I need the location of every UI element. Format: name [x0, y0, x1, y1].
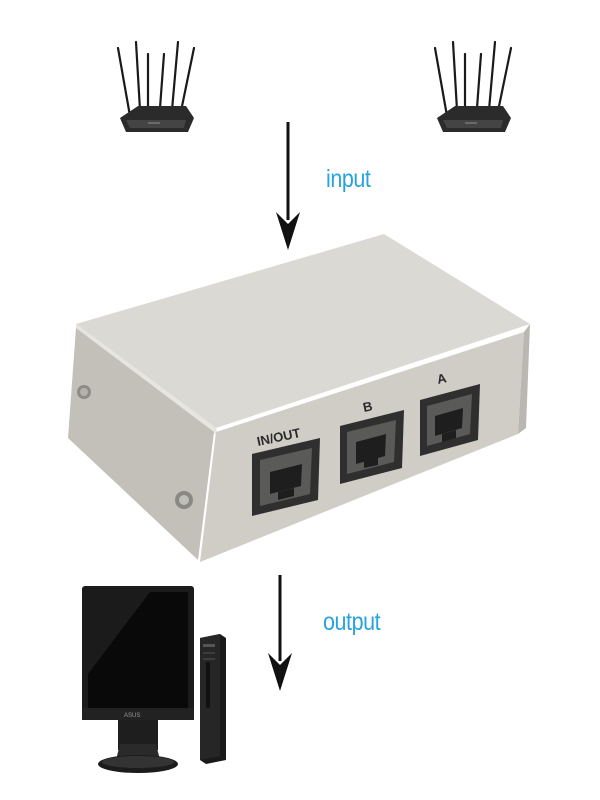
router-right-icon [433, 40, 513, 132]
pc-tower-icon [200, 634, 226, 764]
port-in-out [252, 438, 320, 516]
network-switch-box: IN/OUT B A [68, 234, 530, 562]
arrow-down-icon [268, 575, 292, 691]
monitor-brand-label: ASUS [124, 713, 140, 719]
input-label: input [326, 165, 371, 193]
monitor-icon: ASUS [82, 586, 194, 773]
port-label-a: A [436, 370, 449, 387]
port-a [420, 384, 480, 456]
port-label-b: B [362, 398, 374, 415]
port-b [340, 410, 404, 484]
arrow-down-icon [276, 122, 300, 250]
output-label: output [323, 608, 381, 636]
router-left-icon [116, 40, 196, 132]
